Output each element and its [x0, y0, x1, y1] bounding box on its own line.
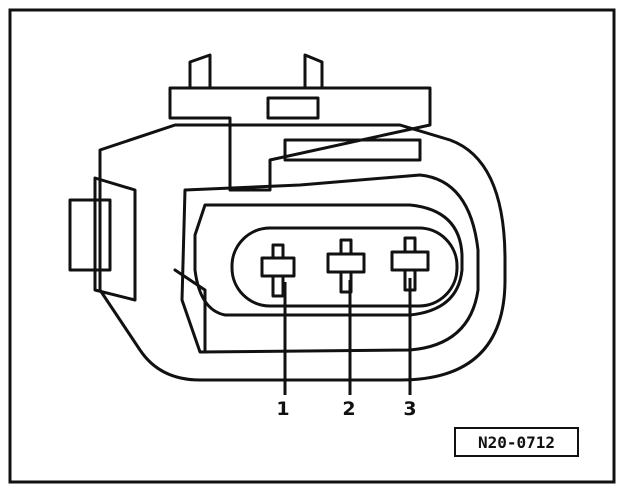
housing-inner-wall	[180, 173, 480, 354]
locking-tab	[168, 86, 432, 192]
pin-label-1: 1	[276, 398, 290, 420]
lock-latch-left	[188, 53, 212, 90]
side-clip	[68, 198, 112, 272]
latch-slot	[283, 138, 422, 162]
pin-label-3: 3	[403, 398, 417, 420]
side-clip-detail	[93, 176, 137, 302]
reference-code-box: N20-0712	[454, 427, 579, 457]
pin-carrier	[230, 226, 459, 308]
lock-latch-right	[303, 53, 324, 90]
pin-contact-1	[260, 243, 296, 298]
plug-face	[193, 203, 464, 317]
connector-housing	[98, 123, 507, 382]
pin-contact-2	[326, 238, 366, 294]
reference-code: N20-0712	[477, 432, 556, 452]
pin-label-2: 2	[342, 398, 356, 420]
tab-opening	[266, 96, 320, 120]
frame-border	[8, 8, 616, 484]
housing-base-step	[173, 268, 207, 354]
